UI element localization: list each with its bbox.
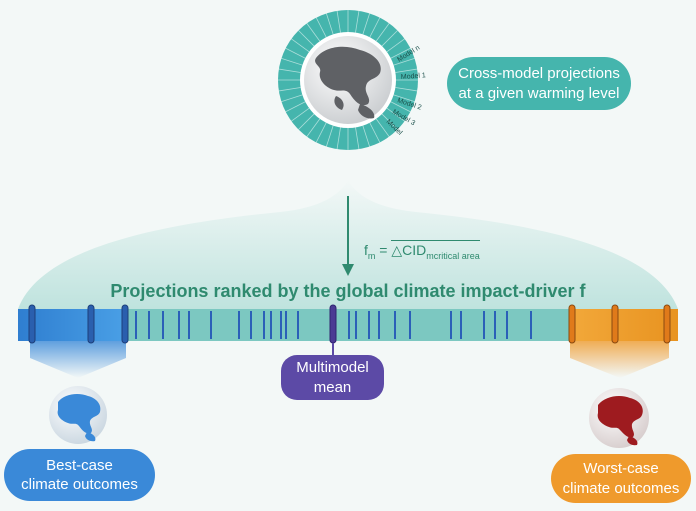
grey-continents (315, 46, 381, 119)
formula: fm = △CIDmcritical area (364, 240, 480, 261)
best-case-label: Best-case climate outcomes (4, 449, 155, 501)
ring-divider (315, 122, 327, 143)
model-label-1: Model 1 (401, 72, 426, 81)
mean-tick (329, 304, 337, 344)
ring-divider (395, 68, 418, 73)
formula-equals: = (375, 242, 392, 258)
best-tick (121, 304, 129, 344)
ring-divider (369, 122, 381, 143)
worst-tick (663, 304, 671, 344)
ring-divider (393, 57, 415, 66)
ring-divider (390, 47, 411, 59)
best-tick (28, 304, 36, 344)
ring-divider (298, 30, 315, 47)
ring-divider (278, 87, 301, 92)
ring-divider (390, 101, 411, 113)
ring-divider (393, 94, 415, 103)
ring-divider (336, 10, 341, 33)
ranking-title: Projections ranked by the global climate… (110, 281, 586, 301)
best-funnel (30, 341, 126, 378)
ring-divider (386, 107, 405, 122)
worst-segment (570, 309, 678, 341)
formula-lhs: f (364, 242, 368, 258)
formula-rhs-sub2: critical area (433, 250, 480, 261)
ring-divider (386, 38, 405, 53)
formula-rhs-overline: △CIDmcritical area (391, 240, 480, 261)
cross-model-label: Cross-model projections at a given warmi… (447, 57, 631, 110)
blue-continents (57, 394, 101, 442)
ring-divider (306, 23, 321, 42)
formula-rhs-sub: m (426, 250, 434, 261)
ring-divider (306, 118, 321, 137)
ring-divider (355, 127, 360, 150)
red-continents (597, 396, 643, 446)
ring-divider (298, 113, 315, 130)
ring-divider (325, 125, 334, 147)
best-segment (18, 309, 128, 341)
ring-divider (362, 13, 371, 35)
ring-divider (285, 101, 306, 113)
ring-divider (278, 68, 301, 73)
best-tick (87, 304, 95, 344)
ring-divider (315, 17, 327, 38)
ring-divider (285, 47, 306, 59)
ring-divider (381, 30, 398, 47)
ring-divider (291, 38, 310, 53)
ring-divider (281, 94, 303, 103)
ring-divider (381, 113, 398, 130)
ring-divider (375, 23, 390, 42)
formula-lhs-sub: m (367, 250, 376, 261)
ring-divider (369, 17, 381, 38)
ring-divider (291, 107, 310, 122)
worst-funnel (570, 341, 669, 378)
ring-divider (375, 118, 390, 137)
formula-rhs: △CID (391, 242, 427, 258)
multimodel-mean-label: Multimodel mean (281, 355, 384, 400)
worst-tick (568, 304, 576, 344)
worst-case-label: Worst-case climate outcomes (551, 454, 691, 503)
ring-divider (281, 57, 303, 66)
ring-ticks (278, 10, 418, 150)
ring-divider (336, 127, 341, 150)
ring-divider (325, 13, 334, 35)
ring-divider (355, 10, 360, 33)
ring-divider (362, 125, 371, 147)
worst-tick (611, 304, 619, 344)
ring-divider (395, 87, 418, 92)
ranking-ticks (135, 311, 532, 339)
arrow-head (342, 264, 354, 276)
